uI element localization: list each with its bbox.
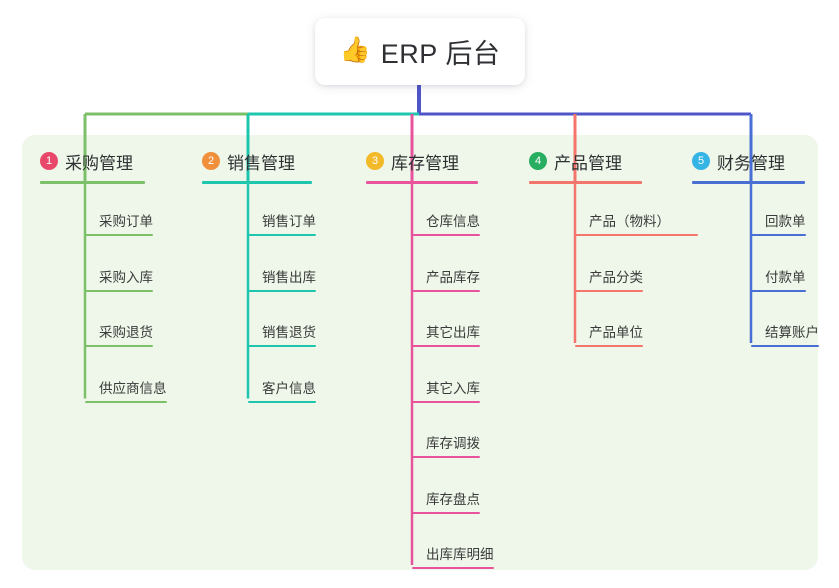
leaf-node-rule bbox=[575, 345, 644, 347]
leaf-node[interactable]: 产品分类 bbox=[575, 266, 644, 292]
branch-header-rule bbox=[202, 181, 312, 184]
leaf-node-rule bbox=[248, 289, 317, 292]
thumbs-up-icon: 👍 bbox=[339, 36, 371, 64]
leaf-node[interactable]: 采购入库 bbox=[85, 266, 154, 292]
leaf-node[interactable]: 其它出库 bbox=[412, 321, 481, 347]
leaf-node-label: 库存盘点 bbox=[426, 491, 480, 507]
branch-column-采购管理: 1 采购管理采购订单采购入库采购退货供应商信息 bbox=[40, 148, 167, 403]
leaf-node-rule bbox=[248, 400, 317, 403]
leaf-node-rule bbox=[248, 234, 317, 236]
leaf-node[interactable]: 产品（物料） bbox=[575, 210, 698, 236]
leaf-node-rule bbox=[85, 400, 167, 403]
leaf-node-rule bbox=[85, 345, 154, 347]
branch-number-badge: 4 bbox=[529, 152, 547, 170]
leaf-node[interactable]: 销售出库 bbox=[248, 266, 317, 292]
leaf-node-label: 付款单 bbox=[765, 269, 806, 285]
branch-header-rule bbox=[692, 181, 805, 184]
leaf-node[interactable]: 结算账户 bbox=[751, 321, 820, 347]
branch-header-库存管理[interactable]: 3 库存管理 bbox=[366, 148, 478, 174]
leaf-node-rule bbox=[575, 234, 698, 236]
leaf-node[interactable]: 销售订单 bbox=[248, 210, 317, 236]
leaf-node-label: 其它出库 bbox=[426, 325, 480, 340]
leaf-node-label: 出库库明细 bbox=[426, 547, 494, 562]
branch-header-rule bbox=[40, 181, 145, 184]
leaf-node-rule bbox=[248, 345, 317, 347]
leaf-node-label: 回款单 bbox=[765, 214, 806, 229]
leaf-node-label: 采购退货 bbox=[99, 325, 153, 340]
leaf-node[interactable]: 供应商信息 bbox=[85, 377, 167, 403]
branch-number-badge: 3 bbox=[366, 152, 384, 170]
leaf-node-label: 产品分类 bbox=[589, 269, 643, 285]
branch-number-badge: 1 bbox=[40, 152, 58, 170]
branch-column-财务管理: 5 财务管理回款单付款单结算账户 bbox=[692, 148, 820, 347]
leaf-node-rule bbox=[412, 456, 481, 458]
leaf-node-rule bbox=[85, 234, 154, 236]
leaf-node[interactable]: 付款单 bbox=[751, 266, 806, 292]
branch-title-label: 采购管理 bbox=[65, 153, 133, 173]
leaf-node-label: 客户信息 bbox=[262, 380, 316, 396]
leaf-node-rule bbox=[412, 234, 481, 236]
leaf-node-label: 销售出库 bbox=[262, 269, 316, 285]
leaf-node-rule bbox=[412, 345, 481, 347]
diagram-panel bbox=[22, 135, 818, 570]
leaf-node-rule bbox=[85, 289, 154, 292]
leaf-node-label: 销售订单 bbox=[262, 214, 316, 229]
leaf-node-rule bbox=[412, 289, 481, 292]
leaf-node-label: 产品库存 bbox=[426, 269, 480, 285]
leaf-node-rule bbox=[751, 234, 806, 236]
leaf-node-rule bbox=[751, 345, 820, 347]
leaf-node[interactable]: 库存调拨 bbox=[412, 432, 481, 458]
branch-column-销售管理: 2 销售管理销售订单销售出库销售退货客户信息 bbox=[202, 148, 317, 403]
leaf-node[interactable]: 客户信息 bbox=[248, 377, 317, 403]
leaf-node-rule bbox=[751, 289, 806, 292]
branch-title-label: 财务管理 bbox=[717, 153, 785, 173]
branch-title-label: 产品管理 bbox=[554, 153, 622, 173]
leaf-node[interactable]: 出库库明细 bbox=[412, 543, 494, 569]
branch-header-产品管理[interactable]: 4 产品管理 bbox=[529, 148, 642, 174]
branch-header-rule bbox=[529, 181, 642, 184]
branch-title-label: 销售管理 bbox=[227, 153, 295, 173]
branch-header-采购管理[interactable]: 1 采购管理 bbox=[40, 148, 145, 174]
leaf-node[interactable]: 库存盘点 bbox=[412, 488, 481, 514]
branch-column-库存管理: 3 库存管理仓库信息产品库存其它出库其它入库库存调拨库存盘点出库库明细 bbox=[366, 148, 494, 569]
leaf-node-label: 销售退货 bbox=[262, 325, 316, 340]
leaf-node-label: 产品（物料） bbox=[589, 214, 670, 229]
branch-header-财务管理[interactable]: 5 财务管理 bbox=[692, 148, 805, 174]
branch-number-badge: 5 bbox=[692, 152, 710, 170]
leaf-node-label: 采购入库 bbox=[99, 269, 153, 285]
leaf-node[interactable]: 产品单位 bbox=[575, 321, 644, 347]
leaf-node-label: 其它入库 bbox=[426, 380, 480, 396]
branch-header-rule bbox=[366, 181, 478, 184]
leaf-node[interactable]: 采购退货 bbox=[85, 321, 154, 347]
branch-number-badge: 2 bbox=[202, 152, 220, 170]
root-node-card[interactable]: 👍 ERP 后台 bbox=[315, 18, 525, 85]
leaf-node-label: 结算账户 bbox=[765, 325, 819, 340]
leaf-node-label: 产品单位 bbox=[589, 325, 643, 340]
leaf-node-rule bbox=[412, 400, 481, 403]
leaf-node-rule bbox=[575, 289, 644, 292]
leaf-node-label: 仓库信息 bbox=[426, 214, 480, 229]
leaf-node-label: 库存调拨 bbox=[426, 436, 480, 451]
root-node-label: ERP 后台 bbox=[380, 39, 501, 69]
leaf-node-rule bbox=[412, 511, 481, 514]
leaf-node-label: 供应商信息 bbox=[99, 380, 167, 396]
leaf-node[interactable]: 产品库存 bbox=[412, 266, 481, 292]
leaf-node[interactable]: 采购订单 bbox=[85, 210, 154, 236]
branch-title-label: 库存管理 bbox=[391, 153, 459, 173]
leaf-node[interactable]: 其它入库 bbox=[412, 377, 481, 403]
leaf-node-rule bbox=[412, 567, 494, 569]
branch-header-销售管理[interactable]: 2 销售管理 bbox=[202, 148, 312, 174]
leaf-node[interactable]: 仓库信息 bbox=[412, 210, 481, 236]
leaf-node[interactable]: 回款单 bbox=[751, 210, 806, 236]
leaf-node-label: 采购订单 bbox=[99, 214, 153, 229]
leaf-node[interactable]: 销售退货 bbox=[248, 321, 317, 347]
branch-column-产品管理: 4 产品管理产品（物料） 产品分类产品单位 bbox=[529, 148, 698, 347]
